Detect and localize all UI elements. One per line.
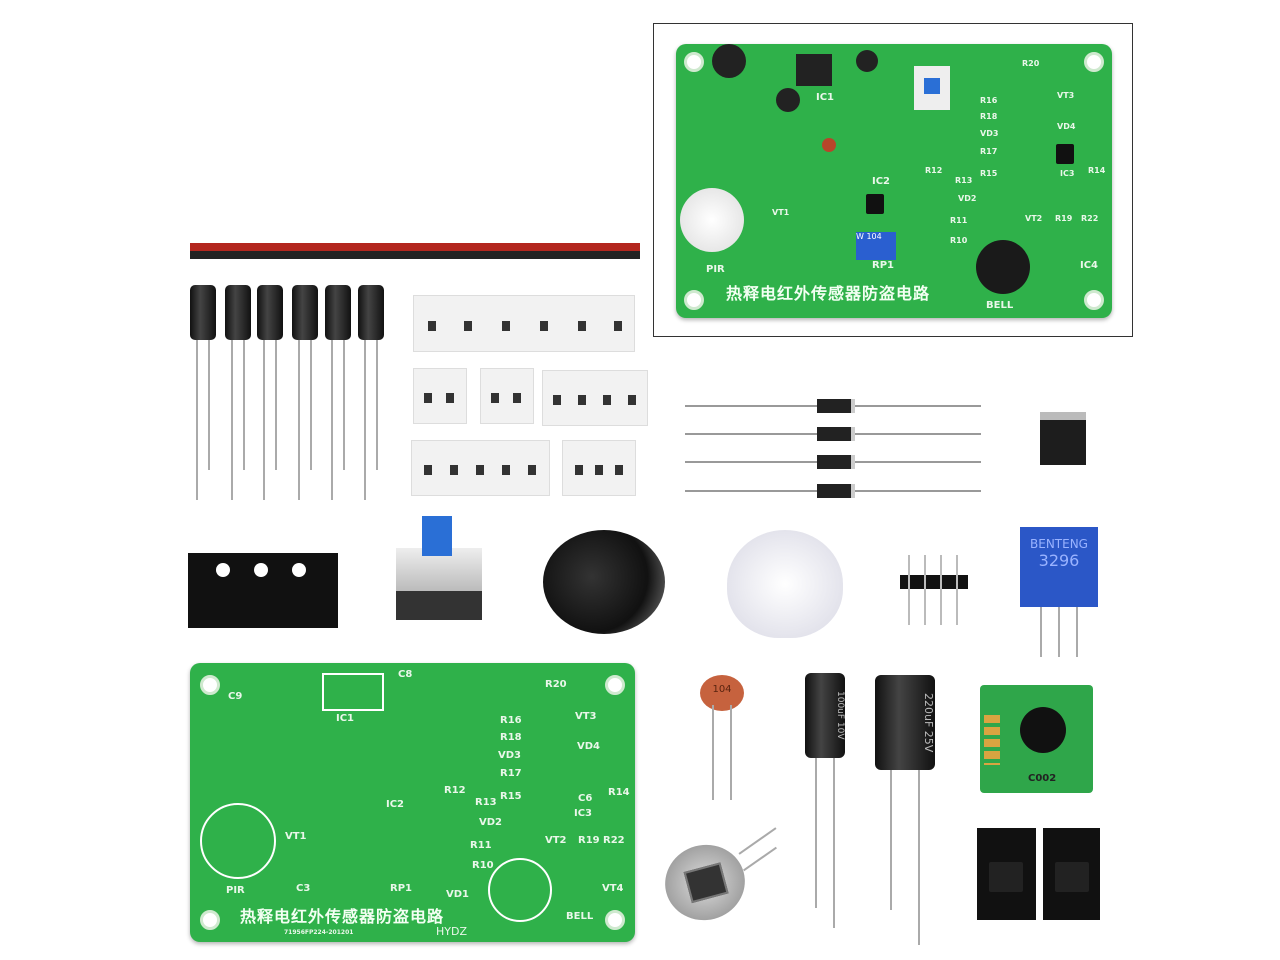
label-r17: R17	[500, 768, 522, 779]
label-r16: R16	[980, 96, 998, 105]
label-r13: R13	[475, 797, 497, 808]
electrolytic-capacitor-220uf: 220uF 25V	[875, 675, 935, 770]
label-r12: R12	[925, 166, 943, 175]
tactile-push-switch	[396, 516, 482, 620]
assembled-pcb: W 104 热释电红外传感器防盗电路 PIR BELL IC1 IC2 IC4 …	[676, 44, 1112, 318]
label-vt3: VT3	[1057, 91, 1075, 100]
board-title: 热释电红外传感器防盗电路	[726, 284, 931, 303]
label-r22: R22	[1081, 214, 1099, 223]
label-vd2: VD2	[958, 194, 977, 203]
label-vt1: VT1	[772, 208, 790, 217]
potentiometer: W 104	[856, 232, 896, 260]
label-vt1: VT1	[285, 831, 307, 842]
label-r10: R10	[472, 860, 494, 871]
label-r12: R12	[444, 785, 466, 796]
label-r20: R20	[545, 679, 567, 690]
pir-dome	[680, 188, 744, 252]
red-black-wire	[190, 243, 640, 251]
label-ic3: IC3	[1060, 169, 1075, 178]
label-vt3: VT3	[575, 711, 597, 722]
label-r13: R13	[955, 176, 973, 185]
label-r16: R16	[500, 715, 522, 726]
pir-fresnel-lens	[727, 530, 843, 638]
bare-pcb: PIR C3 RP1 VD1 VT4 BELL IC2 IC1 C9 C8 C6…	[190, 663, 635, 942]
voltage-regulator	[796, 54, 832, 86]
label-r11: R11	[470, 840, 492, 851]
trimmer-potentiometer: BENTENG 3296	[1020, 527, 1098, 607]
board-title: 热释电红外传感器防盗电路	[240, 907, 445, 926]
label-r18: R18	[500, 732, 522, 743]
pir-sensor	[656, 835, 754, 930]
top-board-photo-frame: W 104 热释电红外传感器防盗电路 PIR BELL IC1 IC2 IC4 …	[653, 23, 1133, 337]
label-r17: R17	[980, 147, 998, 156]
sot23-transistor-tape	[188, 553, 338, 628]
label-vd3: VD3	[980, 129, 999, 138]
electrolytic-capacitor-100uf: 100uF 10V	[805, 673, 845, 758]
label-vd2: VD2	[479, 817, 502, 828]
label-r15: R15	[980, 169, 998, 178]
regulator-to252	[1040, 412, 1086, 465]
label-vd3: VD3	[498, 750, 521, 761]
label-r14: R14	[608, 787, 630, 798]
label-r22: R22	[603, 835, 625, 846]
ic-chip-tape-1	[977, 828, 1036, 920]
buzzer	[543, 530, 665, 634]
label-vt2: VT2	[545, 835, 567, 846]
sound-chip-module: C002	[980, 685, 1093, 793]
ic-chip-tape-2	[1043, 828, 1100, 920]
pin-header	[900, 575, 968, 589]
label-r19: R19	[578, 835, 600, 846]
label-vt2: VT2	[1025, 214, 1043, 223]
push-button	[914, 66, 950, 110]
label-r11: R11	[950, 216, 968, 225]
label-r20: R20	[1022, 59, 1040, 68]
label-r10: R10	[950, 236, 968, 245]
label-vd4: VD4	[1057, 122, 1076, 131]
label-r18: R18	[980, 112, 998, 121]
label-r15: R15	[500, 791, 522, 802]
label-ic3: IC3	[574, 808, 593, 819]
buzzer	[976, 240, 1030, 294]
label-vd4: VD4	[577, 741, 600, 752]
label-r19: R19	[1055, 214, 1073, 223]
ceramic-capacitor: 104	[700, 675, 744, 711]
label-r14: R14	[1088, 166, 1106, 175]
